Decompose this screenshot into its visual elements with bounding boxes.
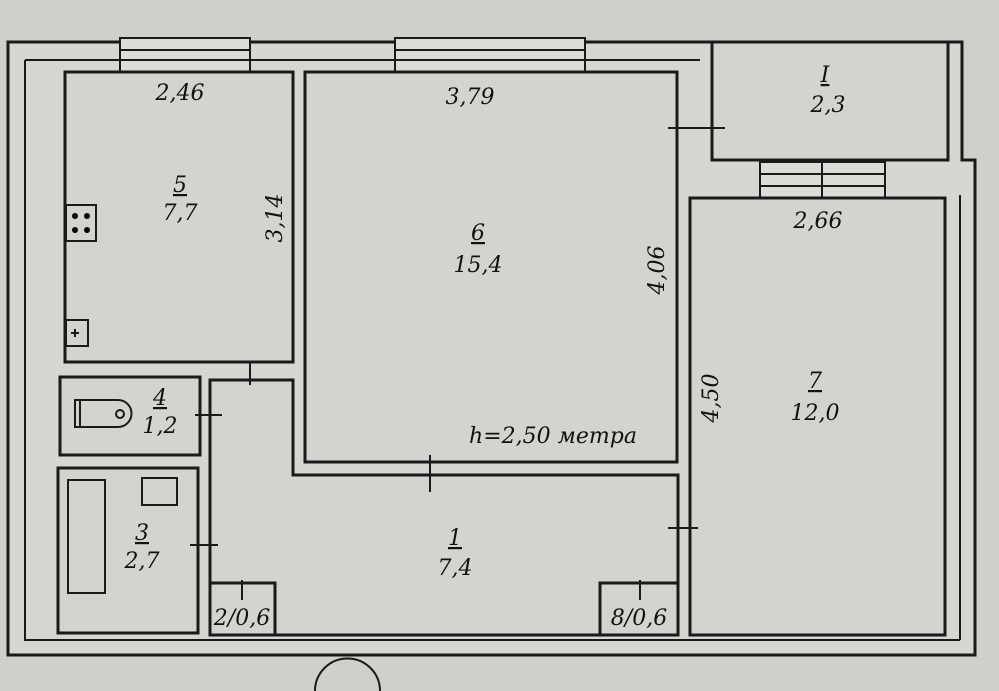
kitchen-width: 2,46: [155, 81, 205, 106]
room7-depth: 4,50: [699, 374, 724, 424]
room-6-area: 15,4: [454, 253, 503, 278]
room-6: [303, 70, 679, 464]
kitchen-depth: 3,14: [263, 194, 288, 243]
closet-8-label: 8/0,6: [611, 606, 667, 631]
balcony: [710, 40, 950, 162]
window: [394, 37, 586, 73]
closet-2-label: 2/0,6: [213, 606, 270, 631]
room6-depth: 4,06: [645, 246, 670, 296]
room-7: [688, 196, 947, 637]
toilet-icon: [74, 399, 133, 428]
room-3-number: 3: [135, 521, 149, 546]
room-7-area: 12,0: [791, 401, 840, 426]
ceiling-height: h=2,50 метра: [469, 424, 637, 449]
room-4-area: 1,2: [143, 414, 178, 439]
room-5-area: 7,7: [163, 201, 198, 226]
bathtub-icon: [67, 477, 178, 594]
room6-width: 3,79: [446, 85, 495, 110]
room-6-number: 6: [471, 221, 485, 246]
room-3-bath: [56, 466, 200, 635]
balcony-number: I: [820, 63, 831, 88]
sink-icon: [65, 319, 89, 347]
room7-width: 2,66: [793, 209, 843, 234]
room-7-number: 7: [808, 369, 822, 394]
room-1-area: 7,4: [438, 556, 473, 581]
room-4-number: 4: [152, 386, 167, 411]
stove-icon: [65, 204, 97, 242]
door-marks: [190, 127, 725, 691]
balcony-area: 2,3: [810, 93, 846, 118]
room-5-number: 5: [173, 173, 187, 198]
room-1-number: 1: [448, 526, 462, 551]
window: [119, 37, 251, 73]
room-3-area: 2,7: [124, 549, 160, 574]
